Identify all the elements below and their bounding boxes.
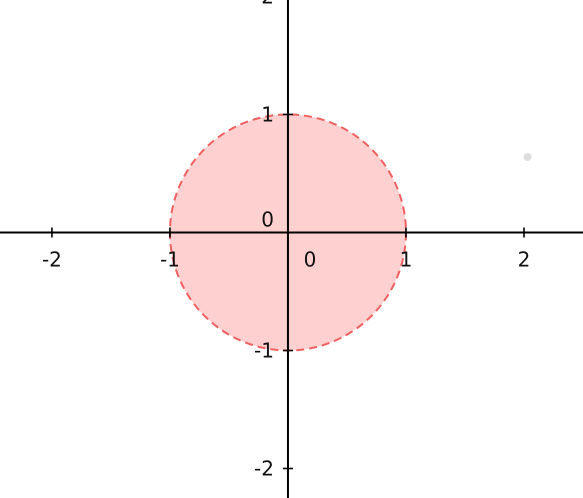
data-point [523,152,532,161]
x-tick-label: -2 [42,247,62,271]
x-tick-label: 1 [400,247,413,271]
y-tick-label: 2 [261,0,274,8]
x-tick-label: -1 [160,247,180,271]
y-tick-label: 1 [261,102,274,126]
y-tick-label: -1 [254,338,274,362]
y-tick-label: -2 [254,456,274,480]
y-tick-label: 0 [261,207,274,231]
x-tick-label: 2 [518,247,531,271]
x-tick-label: 0 [304,247,317,271]
